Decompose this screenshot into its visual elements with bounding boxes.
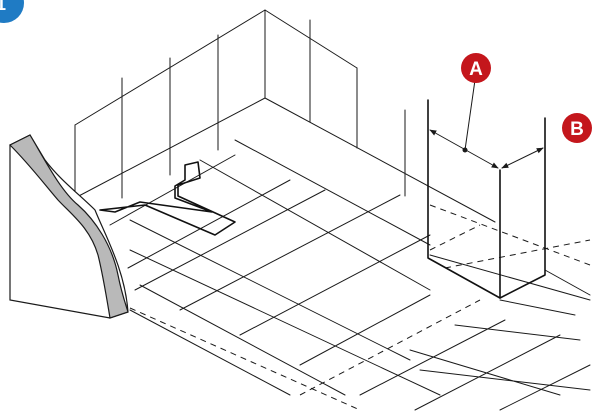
grid-line	[429, 254, 591, 301]
grid-line	[109, 154, 236, 226]
callout-b-label: B	[570, 119, 584, 140]
dashed-line	[444, 239, 591, 269]
dashed-line	[299, 299, 481, 396]
dimension-arrow-icon	[501, 147, 544, 169]
floor-recess-outline	[99, 161, 236, 236]
step-number: 1	[0, 0, 6, 14]
left-wall-top	[74, 9, 266, 126]
floor-grid	[74, 9, 591, 411]
grid-line	[359, 319, 506, 396]
grid-line	[179, 194, 401, 311]
wall-face	[9, 134, 129, 319]
grid-line	[127, 179, 291, 269]
enclosure-outline	[427, 99, 546, 299]
grid-line	[129, 249, 441, 396]
step-badge: 1	[0, 0, 24, 23]
floor-back-edges	[74, 97, 496, 223]
dashed-line	[429, 224, 481, 251]
grid-line	[409, 349, 561, 396]
grid-line	[234, 139, 431, 246]
grid-line	[499, 299, 576, 316]
grid-line	[414, 334, 561, 411]
grid-line	[134, 189, 326, 291]
grid-line	[129, 219, 411, 361]
grid-line	[454, 324, 581, 341]
callout-b: B	[562, 113, 592, 143]
grid-line	[239, 234, 431, 336]
callout-a-circle	[461, 53, 491, 83]
callout-a: A	[461, 53, 491, 83]
grid-line	[199, 159, 431, 291]
grid-line	[499, 364, 591, 411]
grid-line	[419, 369, 591, 391]
callout-a-label: A	[469, 59, 483, 80]
dashed-line	[129, 307, 361, 411]
leader-line-a	[464, 79, 476, 151]
callout-b-circle	[562, 113, 592, 143]
wall-section	[8, 134, 129, 319]
dashed-line	[429, 204, 591, 266]
dashed-reference-lines	[129, 204, 591, 411]
grid-line	[544, 269, 591, 296]
right-wall-top	[264, 9, 358, 69]
grid-line	[299, 294, 431, 366]
grid-line	[139, 284, 346, 396]
grid-line	[129, 309, 291, 396]
wall-cut-edge	[8, 134, 129, 319]
step-badge-circle	[0, 0, 24, 23]
shower-enclosure	[427, 99, 546, 299]
